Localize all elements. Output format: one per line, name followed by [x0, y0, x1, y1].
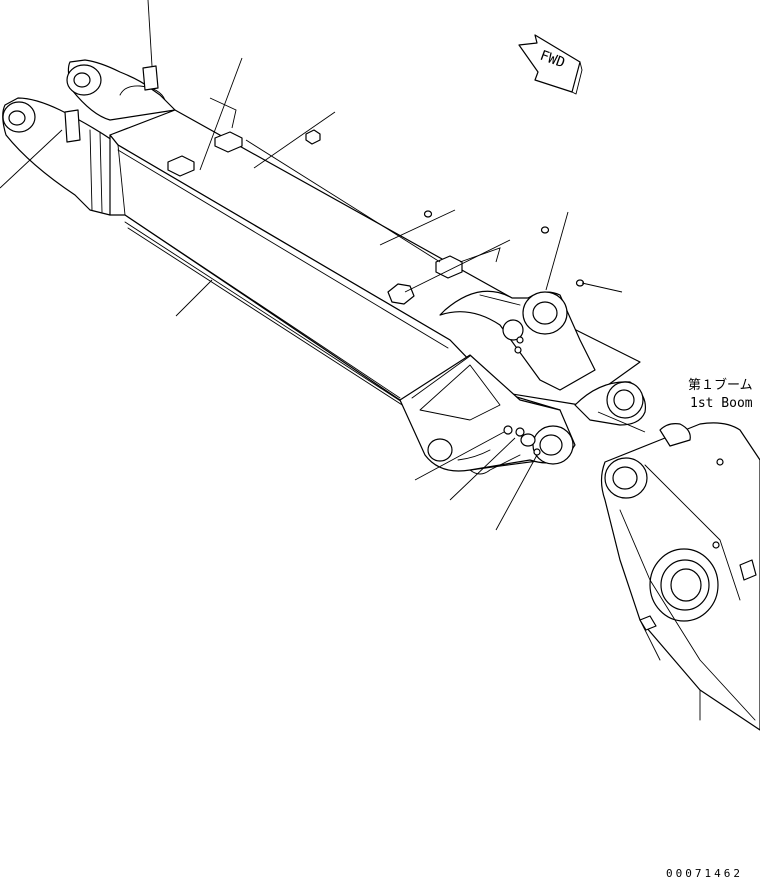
arm-gusset	[419, 364, 501, 421]
arm-boss-nut-top	[305, 129, 321, 145]
arm-grease-block-2	[214, 131, 243, 153]
arm-assembly	[2, 59, 647, 475]
arm-front-lower-pin-boss	[532, 425, 574, 465]
arm-clip-bracket	[387, 283, 415, 305]
arm-rear-upper-pin-boss	[66, 64, 102, 96]
arm-rear-lower-pin-boss	[2, 101, 36, 133]
drawing-number: 00071462	[666, 867, 743, 880]
component-label-japanese: 第１ブーム	[688, 377, 753, 393]
component-label-english: 1st Boom	[690, 396, 753, 411]
boom-assembly	[600, 422, 760, 731]
arm-clamp-block	[435, 255, 463, 279]
arm-front-upper-pin-boss	[522, 291, 568, 335]
boom-side-bracket	[739, 559, 757, 581]
leader-lines	[0, 0, 646, 531]
fwd-arrow-icon	[518, 34, 581, 93]
arm-grease-block-1	[167, 155, 195, 177]
boom-top-pin-boss	[604, 457, 648, 499]
fwd-direction-indicator: FWD	[518, 34, 583, 95]
arm-bucket-pin-boss	[606, 381, 644, 419]
